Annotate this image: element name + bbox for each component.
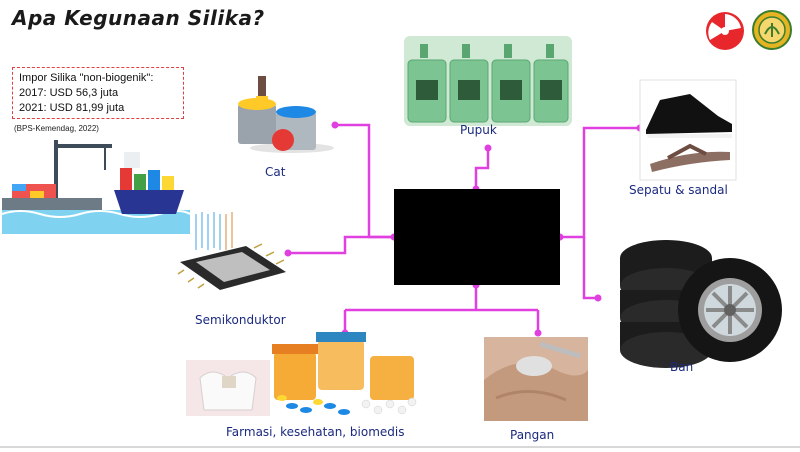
fertilizer-jugs-icon — [404, 36, 572, 126]
import-2021: 2021: USD 81,99 juta — [19, 102, 125, 114]
source-citation: (BPS-Kemendag, 2022) — [14, 124, 99, 133]
microchip-icon — [177, 212, 286, 290]
label-pupuk: Pupuk — [460, 123, 497, 137]
label-cat: Cat — [265, 165, 286, 179]
ministry-logo-icon — [706, 12, 744, 50]
tires-icon — [620, 240, 782, 368]
shoe-sandal-icon — [639, 79, 737, 181]
label-pangan: Pangan — [510, 428, 555, 442]
label-sepatu-sandal: Sepatu & sandal — [629, 183, 728, 197]
page-title: Apa Kegunaan Silika? — [12, 6, 265, 30]
import-2017: 2017: USD 56,3 juta — [19, 87, 119, 99]
silica-center-node — [394, 189, 560, 285]
medicine-pills-icon — [186, 332, 417, 416]
import-heading: Impor Silika "non-biogenik": — [19, 72, 154, 84]
cargo-ship-icon — [1, 140, 191, 234]
label-farmasi: Farmasi, kesehatan, biomedis — [226, 425, 405, 439]
seal-logo-icon — [752, 10, 792, 50]
label-semikonduktor: Semikonduktor — [195, 313, 286, 327]
paint-cans-icon — [238, 76, 334, 153]
label-ban: Ban — [670, 360, 694, 374]
footer-divider — [0, 446, 800, 448]
import-info-box: Impor Silika "non-biogenik": 2017: USD 5… — [12, 67, 184, 119]
food-scoop-icon — [484, 337, 588, 421]
